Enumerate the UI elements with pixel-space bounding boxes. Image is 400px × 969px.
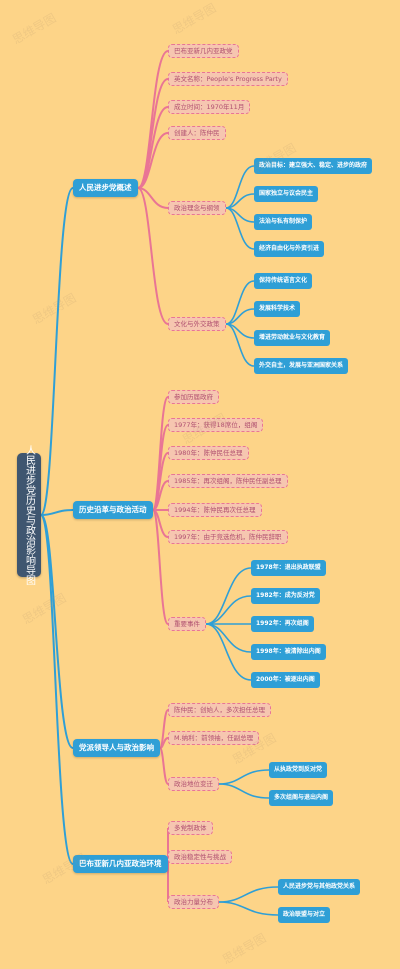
leaf-node[interactable]: 国家独立与议会民主 (254, 186, 319, 202)
main-topic-node[interactable]: 人民进步党概述 (73, 179, 138, 197)
subtopic-node[interactable]: 重要事件 (168, 617, 206, 631)
leaf-line (205, 623, 252, 681)
leaf-node[interactable]: 多次组阁与退出内阁 (269, 790, 334, 806)
subtopic-node[interactable]: 1985年：再次组阁，陈仲民任副总理 (168, 474, 288, 488)
subtopic-node[interactable]: 多党制政体 (168, 821, 213, 835)
leaf-line (225, 165, 255, 209)
subtopic-line (137, 187, 169, 209)
leaf-line (218, 783, 270, 799)
main-topic-node[interactable]: 巴布亚新几内亚政治环境 (73, 855, 168, 873)
root-branch-line (40, 509, 74, 516)
subtopic-node[interactable]: 政治理念与纲领 (168, 201, 226, 215)
leaf-line (218, 769, 270, 785)
leaf-line (205, 595, 252, 625)
leaf-node[interactable]: 从执政党到反对党 (269, 762, 328, 778)
subtopic-line (152, 509, 169, 625)
leaf-line (218, 901, 279, 916)
main-topic-node[interactable]: 历史沿革与政治活动 (73, 501, 153, 519)
subtopic-line (159, 747, 169, 785)
subtopic-node[interactable]: 陈仲民：创始人，多次担任总理 (168, 703, 271, 717)
subtopic-node[interactable]: 1994年：陈仲民再次任总理 (168, 503, 262, 517)
leaf-node[interactable]: 经济自由化与外资引进 (254, 241, 325, 257)
leaf-node[interactable]: 发展科学技术 (254, 301, 301, 317)
root-branch-line (40, 187, 74, 516)
root-branch-line (40, 514, 74, 865)
subtopic-node[interactable]: 成立时间：1970年11月 (168, 100, 251, 114)
leaf-line (225, 323, 255, 367)
leaf-node[interactable]: 保持传统语言文化 (254, 273, 313, 289)
subtopic-node[interactable]: 政治力量分布 (168, 895, 219, 909)
subtopic-node[interactable]: 参加历届政府 (168, 390, 219, 404)
subtopic-line (137, 132, 169, 189)
leaf-line (225, 280, 255, 325)
leaf-node[interactable]: 政治联盟与对立 (278, 907, 331, 923)
subtopic-node[interactable]: M.纳利：前领袖，任副总理 (168, 731, 260, 745)
leaf-node[interactable]: 1998年：被清除出内阁 (251, 644, 326, 660)
leaf-node[interactable]: 1982年：成为反对党 (251, 588, 320, 604)
root-node[interactable]: 人民进步党历史与政治影响导图 (17, 445, 41, 585)
leaf-node[interactable]: 人民进步党与其他政党关系 (278, 879, 361, 895)
leaf-line (205, 567, 252, 625)
subtopic-node[interactable]: 1997年：由于竞选危机，陈仲民辞职 (168, 530, 288, 544)
subtopic-node[interactable]: 文化与外交政策 (168, 317, 226, 331)
leaf-node[interactable]: 2000年：被逐出内阁 (251, 672, 320, 688)
subtopic-node[interactable]: 政治地位变迁 (168, 777, 219, 791)
leaf-line (225, 207, 255, 250)
leaf-node[interactable]: 1992年：再次组阁 (251, 616, 314, 632)
subtopic-node[interactable]: 1980年：陈仲民任总理 (168, 446, 249, 460)
leaf-line (205, 623, 252, 653)
subtopic-node[interactable]: 英文名称：People's Progress Party (168, 72, 288, 86)
leaf-node[interactable]: 政治目标：建立强大、稳定、进步的政府 (254, 158, 373, 174)
leaf-node[interactable]: 1978年：退出执政联盟 (251, 560, 326, 576)
subtopic-line (137, 187, 169, 325)
main-topic-node[interactable]: 党派领导人与政治影响 (73, 739, 160, 757)
leaf-node[interactable]: 法治与私有制保护 (254, 214, 313, 230)
subtopic-node[interactable]: 1977年：获得18席位，组阁 (168, 418, 264, 432)
leaf-line (218, 886, 279, 903)
leaf-node[interactable]: 增进劳动就业与文化教育 (254, 330, 331, 346)
subtopic-node[interactable]: 政治稳定性与挑战 (168, 850, 232, 864)
subtopic-node[interactable]: 巴布亚新几内亚政党 (168, 44, 239, 58)
subtopic-node[interactable]: 创建人：陈仲民 (168, 126, 226, 140)
leaf-node[interactable]: 外交自主，发展与亚洲国家关系 (254, 358, 349, 374)
